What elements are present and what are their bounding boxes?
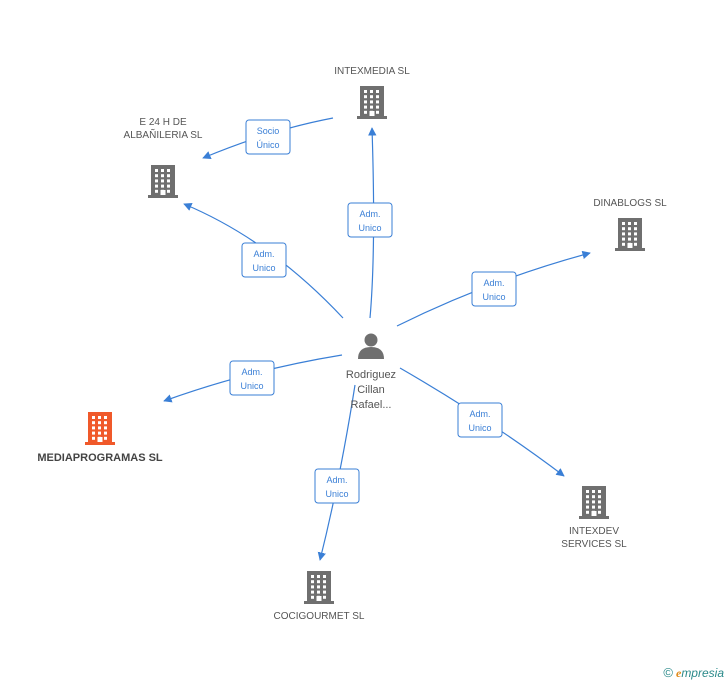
relation-badge-box: [314, 468, 360, 504]
relation-badge-text: Adm.: [326, 475, 347, 485]
company-node-intexdev[interactable]: INTEXDEV SERVICES SL: [561, 486, 627, 550]
relation-badge-box: [457, 402, 503, 438]
building-icon: [579, 486, 609, 519]
brand-initial: e: [675, 666, 682, 680]
company-node-cocigourmet[interactable]: COCIGOURMET SL: [274, 571, 365, 622]
person-name-line: Rodriguez: [346, 369, 396, 381]
building-icon: [304, 571, 334, 604]
relation-badge[interactable]: Adm. Unico: [471, 271, 517, 307]
relation-badge-text: Unico: [482, 292, 505, 302]
relation-badge-text: Adm.: [483, 278, 504, 288]
person-name-line: Rafael...: [351, 399, 392, 411]
company-label: DINABLOGS SL: [593, 198, 667, 209]
brand-name: mpresia: [681, 666, 724, 680]
relation-badge-box: [229, 360, 275, 396]
company-label: SERVICES SL: [561, 539, 627, 550]
company-label: ALBAÑILERIA SL: [124, 128, 203, 141]
relation-badge-text: Adm.: [359, 209, 380, 219]
building-icon: [357, 86, 387, 119]
relation-badge[interactable]: Adm. Unico: [229, 360, 275, 396]
person-icon: [358, 333, 384, 359]
relation-badge[interactable]: Adm. Unico: [314, 468, 360, 504]
relation-badge-text: Unico: [468, 423, 491, 433]
relation-badge-box: [471, 271, 517, 307]
relation-badge-text: Unico: [358, 223, 381, 233]
company-node-intexmedia[interactable]: INTEXMEDIA SL: [334, 66, 410, 119]
relation-badge-text: Adm.: [469, 409, 490, 419]
company-label: INTEXDEV: [569, 526, 619, 537]
relation-badge-text: Único: [256, 140, 279, 150]
relation-badge-box: [241, 242, 287, 278]
badges-layer: Adm.UnicoSocioÚnicoAdm.UnicoAdm.UnicoAdm…: [229, 119, 517, 504]
building-icon: [85, 412, 115, 445]
relation-badge-text: Unico: [240, 381, 263, 391]
relation-badge[interactable]: Adm. Unico: [457, 402, 503, 438]
relation-badge-box: [245, 119, 291, 155]
relation-badge-text: Adm.: [241, 367, 262, 377]
building-icon: [148, 165, 178, 198]
relation-badge-text: Adm.: [253, 249, 274, 259]
copyright-symbol: ©: [663, 665, 673, 680]
company-node-dinablogs[interactable]: DINABLOGS SL: [593, 198, 667, 251]
company-label: E 24 H DE: [139, 117, 187, 128]
relation-badge[interactable]: Adm. Unico: [241, 242, 287, 278]
company-label: COCIGOURMET SL: [274, 611, 365, 622]
relation-badge[interactable]: Adm. Unico: [347, 202, 393, 238]
relation-badge-text: Unico: [325, 489, 348, 499]
company-label: MEDIAPROGRAMAS SL: [37, 452, 163, 464]
person-name-line: Cillan: [357, 384, 385, 396]
building-icon: [615, 218, 645, 251]
relation-badge-text: Socio: [257, 126, 280, 136]
company-label: INTEXMEDIA SL: [334, 66, 410, 77]
company-node-mediaprogramas[interactable]: MEDIAPROGRAMAS SL: [37, 412, 163, 464]
footer-brand[interactable]: ©empresia: [663, 665, 724, 681]
relation-badge-text: Unico: [252, 263, 275, 273]
relation-badge-box: [347, 202, 393, 238]
person-node[interactable]: RodriguezCillanRafael...: [346, 333, 396, 412]
